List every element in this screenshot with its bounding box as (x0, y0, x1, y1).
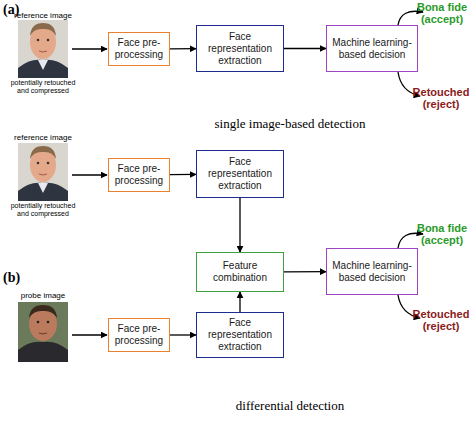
box-text: Machine learning-based decision (331, 260, 413, 284)
decision-box: Machine learning-based decision (326, 25, 418, 72)
box-text: Face pre-processing (113, 37, 165, 61)
preprocessing-box: Face pre-processing (108, 32, 170, 66)
decision-box: Machine learning-based decision (326, 248, 418, 295)
flow-arrow (239, 198, 240, 252)
reject-output: Retouched (reject) (410, 86, 472, 110)
flow-arrow (170, 174, 196, 176)
flow-arrow (239, 292, 240, 312)
box-text: Face pre-processing (113, 163, 165, 187)
flow-arrow (170, 48, 196, 49)
output-arrow (398, 11, 423, 25)
box-text: Face representation extraction (201, 156, 279, 192)
panel-caption: differential detection (150, 398, 430, 413)
flow-arrow (284, 271, 326, 272)
box-text: Face pre-processing (113, 323, 165, 347)
box-text: Machine learning-based decision (331, 37, 413, 61)
image-label: reference image (6, 133, 80, 143)
output-arrow (398, 233, 423, 248)
combination-box: Feature combination (196, 252, 284, 292)
reference-photo (18, 20, 68, 78)
flow-arrow (284, 48, 326, 49)
image-note: potentially retouched and compressed (4, 79, 82, 95)
extraction-box: Face representation extraction (196, 312, 284, 358)
box-text: Face representation extraction (201, 317, 279, 353)
image-note: potentially retouched and compressed (4, 202, 82, 218)
accept-output: Bona fide (accept) (414, 222, 470, 246)
box-text: Face representation extraction (201, 31, 279, 67)
input-arrow (72, 48, 107, 49)
reject-output: Retouched (reject) (410, 308, 472, 332)
panel-caption: single image-based detection (150, 116, 430, 131)
preprocessing-box: Face pre-processing (108, 318, 170, 352)
box-text: Feature combination (201, 260, 279, 284)
input-arrow (72, 174, 107, 175)
probe-photo (18, 302, 68, 362)
flow-arrow (170, 334, 196, 335)
input-arrow (72, 334, 107, 335)
image-label: probe image (6, 291, 80, 301)
extraction-box: Face representation extraction (196, 150, 284, 198)
panel-letter: (b) (3, 270, 27, 286)
extraction-box: Face representation extraction (196, 25, 284, 72)
reference-photo (18, 143, 68, 201)
image-label: reference image (6, 11, 80, 21)
preprocessing-box: Face pre-processing (108, 158, 170, 192)
accept-output: Bona fide (accept) (414, 1, 470, 25)
